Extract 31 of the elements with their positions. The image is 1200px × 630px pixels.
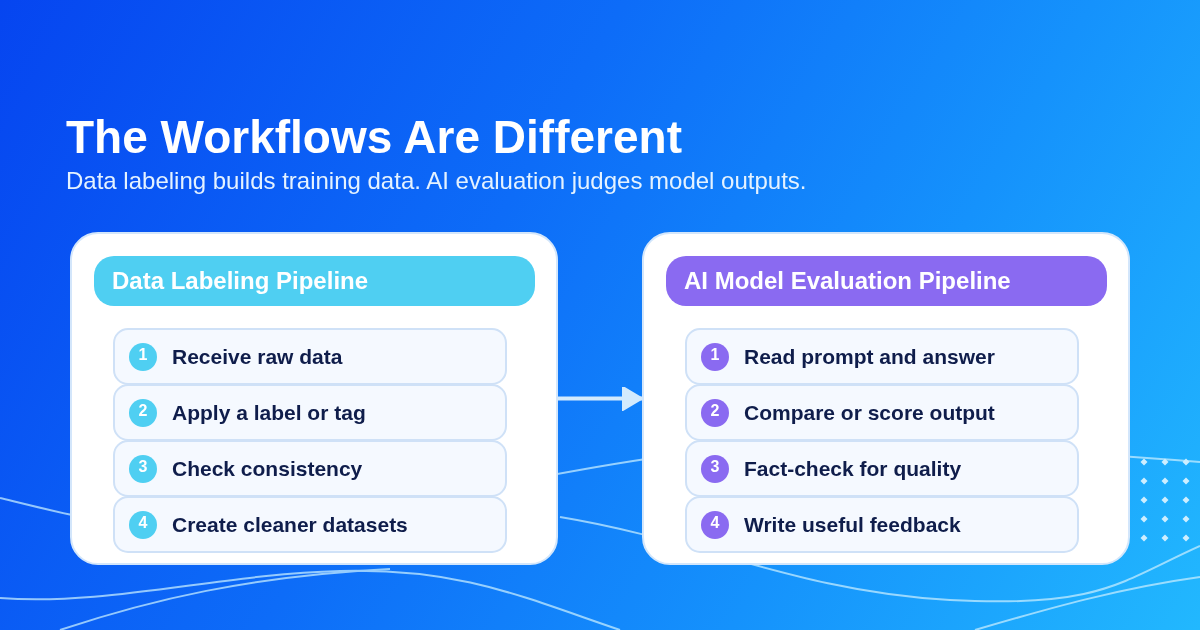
step-text: Fact-check for quality <box>744 456 962 482</box>
step-row <box>685 440 1079 497</box>
pipeline-header: AI Model Evaluation Pipeline <box>666 256 1107 306</box>
step-row <box>113 384 507 441</box>
step-row <box>113 496 507 553</box>
step-text: Apply a label or tag <box>172 400 366 426</box>
step-row <box>685 496 1079 553</box>
step-row <box>685 328 1079 385</box>
step-number: 2 <box>701 399 729 427</box>
step-text: Compare or score output <box>744 400 995 426</box>
arrow <box>558 385 643 412</box>
step-text: Receive raw data <box>172 344 343 370</box>
step-number: 3 <box>129 455 157 483</box>
step-text: Read prompt and answer <box>744 344 995 370</box>
step-number: 4 <box>129 511 157 539</box>
step-number: 4 <box>701 511 729 539</box>
step-row <box>113 440 507 497</box>
pipeline-card <box>642 232 1130 565</box>
step-number: 1 <box>701 343 729 371</box>
step-text: Create cleaner datasets <box>172 512 408 538</box>
step-number: 1 <box>129 343 157 371</box>
pipeline-header: Data Labeling Pipeline <box>94 256 535 306</box>
title: The Workflows Are Different <box>66 111 682 163</box>
step-number: 3 <box>701 455 729 483</box>
step-row <box>685 384 1079 441</box>
step-row <box>113 328 507 385</box>
step-number: 2 <box>129 399 157 427</box>
pipeline-card <box>70 232 558 565</box>
step-text: Check consistency <box>172 456 363 482</box>
step-text: Write useful feedback <box>744 512 961 538</box>
subtitle: Data labeling builds training data. AI evaluation judges model outputs. <box>66 166 807 196</box>
